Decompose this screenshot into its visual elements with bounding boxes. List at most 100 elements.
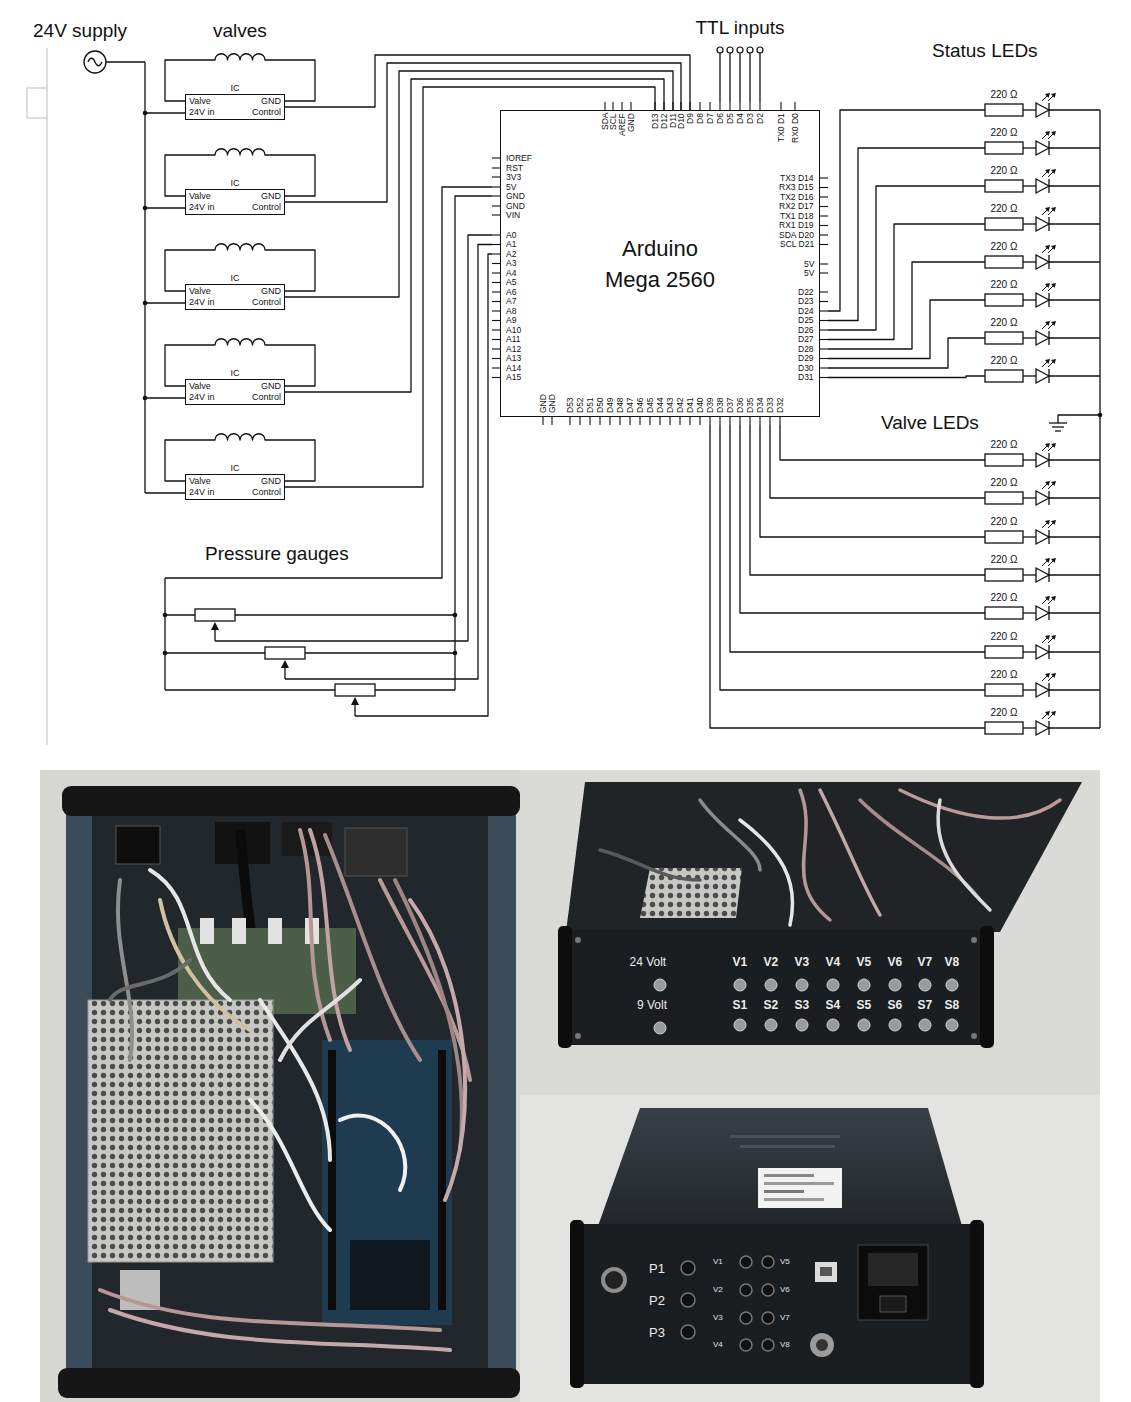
- input-terminal: [757, 47, 763, 53]
- ic-pin-text: Valve 24V in: [189, 476, 223, 498]
- pin-name: TX1 D18: [780, 212, 814, 221]
- pin-name: 3V3: [506, 173, 521, 182]
- wire: [828, 262, 985, 349]
- pin-tick: [820, 310, 828, 311]
- ic-body: Valve 24V inGND Control: [185, 189, 285, 215]
- wire: [1023, 727, 1036, 728]
- ic-pin-text: Valve 24V in: [189, 191, 223, 213]
- panel-label: V8: [945, 955, 960, 969]
- wire: [720, 425, 985, 690]
- resistor-symbol: [985, 104, 1023, 116]
- pin-name: D32: [776, 397, 785, 413]
- wire: [739, 53, 740, 102]
- pin-tick: [492, 253, 500, 254]
- pin-tick: [639, 417, 640, 425]
- section-label: Valve LEDs: [881, 412, 979, 433]
- section-label: TTL inputs: [696, 17, 785, 38]
- led-symbol: [1051, 245, 1056, 250]
- section-label: valves: [213, 20, 267, 41]
- resistor-value: 220 Ω: [991, 554, 1018, 566]
- pin-tick: [820, 272, 828, 273]
- resistor-symbol: [985, 531, 1023, 543]
- wire: [828, 338, 985, 368]
- pin-tick: [604, 102, 605, 110]
- led-symbol: [1045, 596, 1050, 601]
- pin-name: D39: [706, 397, 715, 413]
- led-symbol: [1036, 141, 1049, 155]
- microcontroller-board: Arduino Mega 2560: [500, 110, 820, 417]
- led-symbol: [1036, 453, 1049, 467]
- wire: [828, 376, 985, 378]
- panel-label: S7: [918, 998, 933, 1012]
- resistor-symbol: [985, 294, 1023, 306]
- junction-dot: [143, 111, 148, 116]
- wire: [1049, 147, 1100, 148]
- pin-tick: [492, 263, 500, 264]
- wire: [1049, 109, 1100, 110]
- wiper-arrow: [211, 622, 219, 630]
- led-symbol: [1051, 207, 1056, 212]
- led-symbol: [1045, 207, 1050, 212]
- pin-tick: [492, 367, 500, 368]
- pin-name: GND: [506, 192, 525, 201]
- led-symbol: [1051, 283, 1056, 288]
- led-symbol: [1045, 673, 1050, 678]
- resistor-value: 220 Ω: [991, 165, 1018, 177]
- pin-name: A8: [506, 307, 516, 316]
- wire: [1023, 147, 1036, 148]
- resistor-value: 220 Ω: [991, 477, 1018, 489]
- panel-label: P2: [649, 1293, 665, 1308]
- panel-label: V7: [780, 1313, 790, 1323]
- led-symbol: [1045, 359, 1050, 364]
- pin-tick: [579, 417, 580, 425]
- led-symbol: [1036, 568, 1049, 582]
- wire: [1049, 185, 1100, 186]
- wire: [165, 652, 455, 653]
- pin-name: A10: [506, 326, 521, 335]
- pin-name: D50: [596, 397, 605, 413]
- wire: [730, 425, 985, 652]
- input-terminal: [747, 47, 753, 53]
- led-symbol: [1036, 103, 1049, 117]
- wire: [1049, 497, 1100, 498]
- pin-tick: [679, 417, 680, 425]
- wire: [828, 224, 985, 340]
- wire: [828, 148, 985, 321]
- pin-tick: [612, 102, 613, 110]
- led-symbol: [1051, 131, 1056, 136]
- pin-tick: [542, 417, 543, 425]
- pin-tick: [569, 417, 570, 425]
- wire: [828, 186, 985, 330]
- pin-name: TX3 D14: [780, 174, 814, 183]
- pin-tick: [589, 417, 590, 425]
- pin-tick: [492, 291, 500, 292]
- panel-label: V7: [918, 955, 933, 969]
- pin-tick: [820, 291, 828, 292]
- wire: [1023, 223, 1036, 224]
- pin-name: RX1 D19: [779, 221, 814, 230]
- pin-tick: [629, 417, 630, 425]
- led-symbol: [1045, 169, 1050, 174]
- panel-label: V6: [780, 1285, 790, 1295]
- pin-tick: [820, 301, 828, 302]
- pin-name: D33: [766, 397, 775, 413]
- resistor-value: 220 Ω: [991, 631, 1018, 643]
- resistor-value: 220 Ω: [991, 127, 1018, 139]
- pin-name: VIN: [506, 211, 520, 220]
- pin-tick: [492, 234, 500, 235]
- wire: [1049, 536, 1100, 537]
- pin-name: A11: [506, 335, 521, 344]
- pin-name: A6: [506, 288, 516, 297]
- pin-tick: [492, 301, 500, 302]
- panel-label: S8: [945, 998, 960, 1012]
- pin-tick: [492, 377, 500, 378]
- led-symbol: [1036, 645, 1049, 659]
- resistor-value: 220 Ω: [991, 355, 1018, 367]
- panel-label: V3: [795, 955, 810, 969]
- pin-name: D47: [626, 397, 635, 413]
- led-symbol: [1045, 443, 1050, 448]
- pin-name: A7: [506, 297, 516, 306]
- pin-tick: [621, 102, 622, 110]
- led-symbol: [1051, 635, 1056, 640]
